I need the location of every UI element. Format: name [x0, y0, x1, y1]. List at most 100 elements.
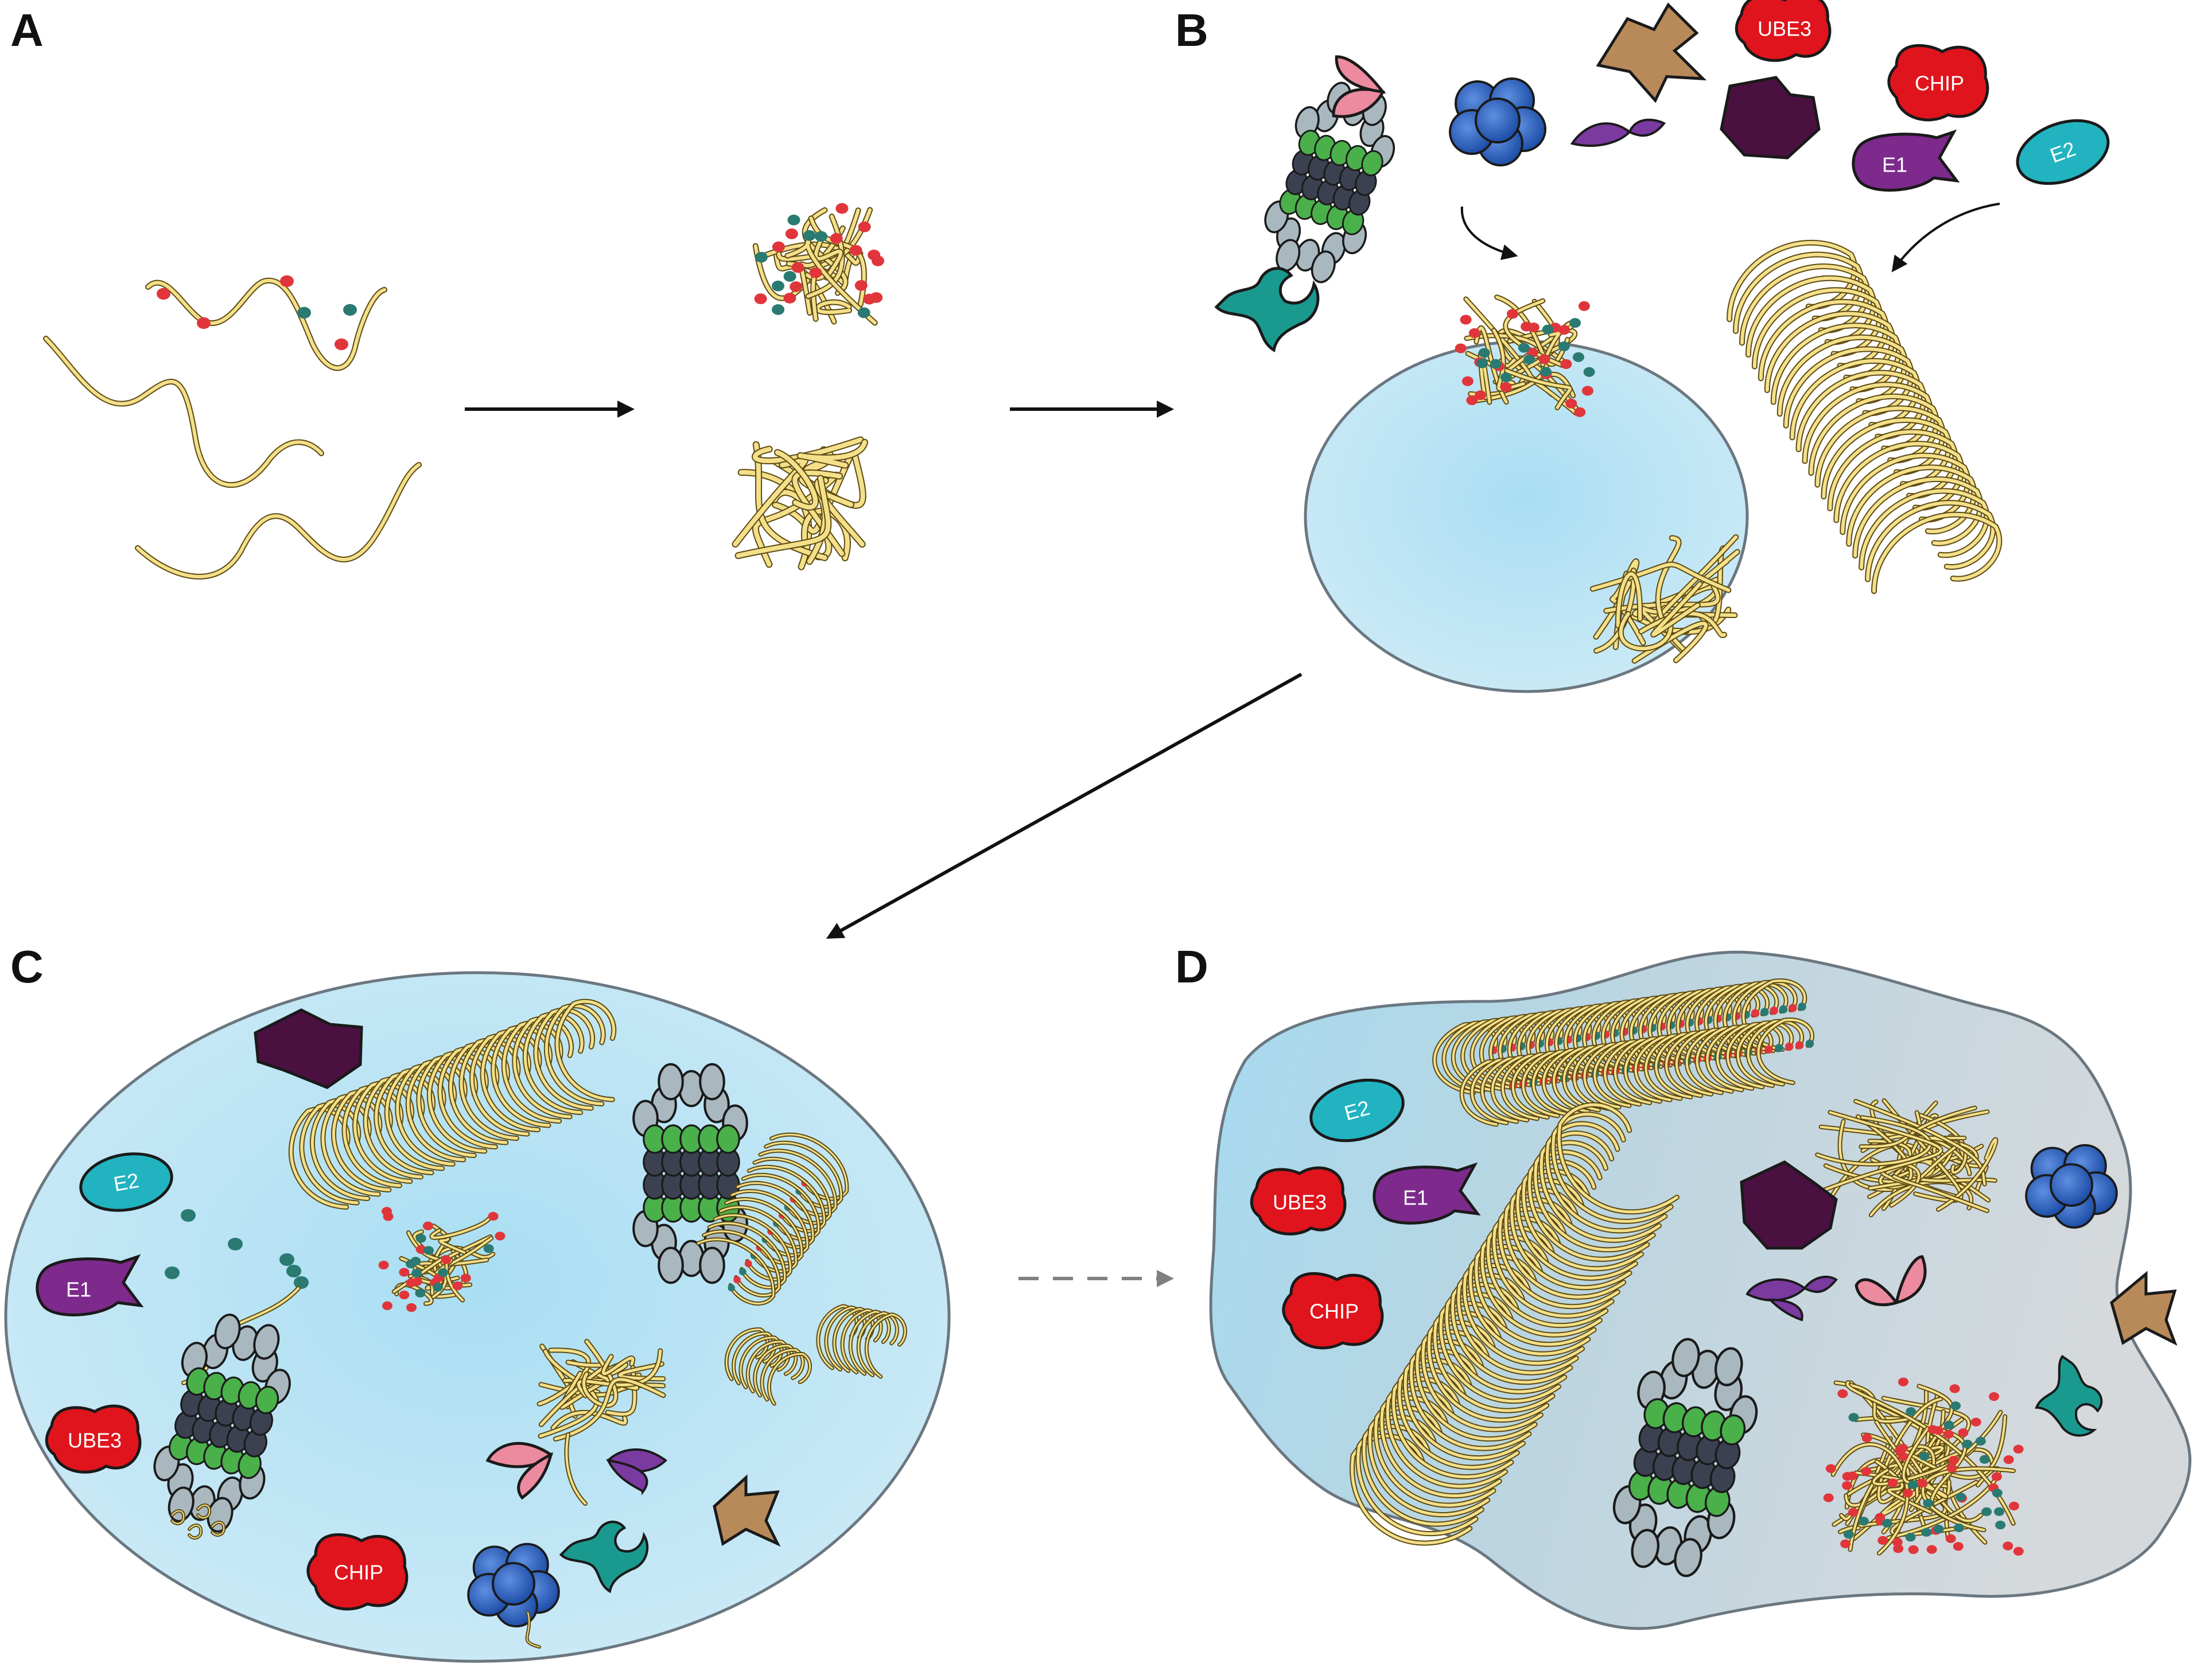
teal-ubiquitin-dot: [1994, 1507, 2005, 1516]
red-ubiquitin-dot: [335, 338, 348, 351]
fiber-strand: [601, 1354, 636, 1377]
fiber-strand: [550, 1409, 628, 1431]
e2-enzyme: E2: [2016, 119, 2110, 185]
panel-a-oligomer-plain: [732, 436, 869, 570]
proteasome-core-subunit: [1361, 150, 1383, 177]
red-ubiquitin-dot: [441, 1255, 452, 1264]
fibril-tag-dot: [1770, 1006, 1778, 1015]
panel-b-plain-tangle: [1589, 534, 1740, 664]
amyloid-fibril: [1727, 239, 2003, 595]
fiber-strand: [1725, 1021, 1784, 1090]
chip-enzyme: CHIP: [1887, 44, 1989, 122]
teal-ubiquitin-dot: [1981, 1507, 1992, 1517]
fiber-strand: [707, 1221, 787, 1290]
fiber-strand: [211, 1520, 226, 1537]
fiber-strand: [1650, 581, 1703, 638]
fiber-strand: [564, 1432, 588, 1506]
fiber-strand: [135, 462, 422, 580]
chip-label: CHIP: [334, 1561, 383, 1584]
fiber-strand: [738, 1335, 784, 1390]
teal-ubiquitin-dot: [411, 1268, 422, 1278]
proteasome-complex: [1612, 1338, 1758, 1577]
ube3-enzyme: UBE3: [1250, 1166, 1347, 1235]
teal-ubiquitin-dot: [803, 230, 816, 241]
red-ubiquitin-dot: [399, 1268, 410, 1277]
red-ubiquitin-dot: [1898, 1452, 1908, 1461]
fibril-tag-dot: [1760, 1008, 1769, 1016]
teal-ubiquitin-dot: [423, 1246, 434, 1255]
red-ubiquitin-dot: [1949, 1384, 1960, 1393]
teal-ubiquitin-dot: [294, 1276, 309, 1289]
red-ubiquitin-dot: [1461, 376, 1474, 386]
red-ubiquitin-dot: [858, 221, 871, 232]
red-ubiquitin-dot: [2003, 1541, 2013, 1551]
red-ubiquitin-dot: [1887, 1478, 1898, 1487]
proteasome-core-subunit: [255, 1385, 279, 1415]
e2-shape: [1309, 1078, 1405, 1143]
teal-ubiquitin-dot: [1542, 324, 1554, 335]
fibril-tag-dot: [1779, 1005, 1788, 1014]
teal-ubiquitin-dot: [1956, 1492, 1966, 1502]
red-ubiquitin-dot: [406, 1278, 417, 1288]
teal-ubiquitin-dot: [1476, 358, 1488, 368]
panel-label-b: B: [1175, 5, 1208, 56]
red-ubiquitin-dot: [1841, 1481, 1852, 1490]
proteasome: [1612, 1338, 1758, 1577]
red-ubiquitin-dot: [1892, 1537, 1903, 1547]
proteasome-cap-subunit: [1714, 1347, 1743, 1386]
red-ubiquitin-dot: [452, 1281, 463, 1291]
red-ubiquitin-dot: [1574, 407, 1586, 417]
panel-label-d: D: [1175, 941, 1208, 992]
amyloid-fibril: [816, 1304, 907, 1379]
teal-ubiquitin-dot: [406, 1259, 417, 1269]
red-ubiquitin-dot: [1917, 1478, 1928, 1488]
dark-purple-hexagon-icon: [254, 1008, 363, 1089]
fibril-tag-dot: [1775, 1044, 1783, 1052]
fiber-strand: [1756, 1017, 1814, 1085]
fibril-tag-dot: [739, 1268, 747, 1276]
proteasome-cap-subunit: [253, 1324, 280, 1360]
proteasome-cap-subunit: [658, 1246, 684, 1284]
red-ubiquitin-dot: [2013, 1547, 2024, 1556]
violet-chaperone-icon: [606, 1448, 668, 1495]
teal-ubiquitin-dot: [165, 1266, 180, 1280]
fibril-tag-dot: [1789, 1004, 1797, 1012]
red-ubiquitin-dot: [460, 1273, 471, 1283]
fiber-strand: [1746, 1019, 1805, 1087]
proteasome-cap-subunit: [214, 1314, 241, 1350]
red-ubiquitin-dot: [381, 1207, 392, 1216]
chip-enzyme: CHIP: [306, 1533, 409, 1611]
red-ubiquitin-dot: [378, 1260, 389, 1270]
teal-ubiquitin-dot: [1843, 1530, 1854, 1539]
red-ubiquitin-dot: [1847, 1471, 1858, 1481]
teal-ubiquitin-dot: [1919, 1452, 1930, 1461]
red-ubiquitin-dot: [863, 293, 876, 305]
red-ubiquitin-dot: [1898, 1377, 1909, 1386]
red-ubiquitin-dot: [495, 1231, 506, 1241]
red-ubiquitin-dot: [1527, 323, 1540, 333]
red-ubiquitin-dot: [783, 293, 796, 304]
fiber-strand: [1533, 1140, 1656, 1253]
e1-shape: [1373, 1162, 1481, 1225]
red-ubiquitin-dot: [1953, 1542, 1964, 1551]
fiber-strand: [745, 1339, 791, 1394]
red-ubiquitin-dot: [1825, 1464, 1836, 1473]
panel-b-modified-tangle: [1455, 294, 1595, 417]
red-ubiquitin-dot: [1500, 382, 1512, 392]
fiber-strand: [1713, 982, 1779, 1056]
red-ubiquitin-dot: [1991, 1472, 2002, 1481]
teal-ubiquitin-dot: [1518, 343, 1530, 353]
fiber-strand: [773, 449, 819, 511]
fiber-strand: [43, 336, 324, 488]
ube3-shape: [45, 1404, 142, 1474]
fiber-strand: [713, 1213, 792, 1281]
proteasome-core-subunit: [1720, 1414, 1746, 1446]
proteasome-complex: [1264, 81, 1395, 283]
fiber-strand: [1880, 1483, 1952, 1517]
blue-cluster-icon: [1449, 77, 1546, 166]
teal-ubiquitin-dot: [1500, 372, 1512, 383]
red-ubiquitin-dot: [1948, 1455, 1959, 1465]
red-ubiquitin-dot: [1468, 328, 1480, 338]
fiber-strand: [576, 1348, 663, 1398]
